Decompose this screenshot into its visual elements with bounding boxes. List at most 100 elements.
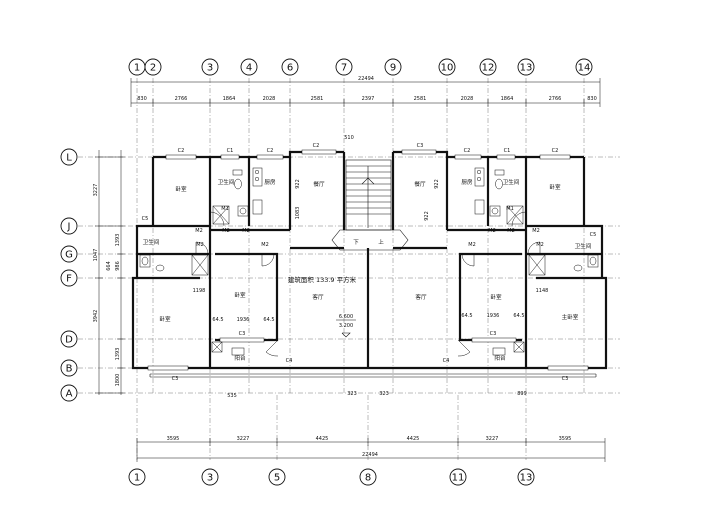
room-label-left-wash: 卫生间	[143, 238, 160, 246]
kitchen-dim-right: 922	[434, 179, 440, 189]
left-inner-dim-4: 1800	[115, 374, 121, 387]
misc-dimensions: 922 1083 922 922 64.5 1936 64.5 64.5 193…	[193, 179, 549, 399]
axis-bubble-top-13: 13	[517, 58, 535, 76]
door-code-9: M2	[468, 242, 476, 248]
window-code-5: C2	[464, 148, 471, 154]
top-dim-1: 830	[137, 96, 147, 102]
axis-label-top-10: 10	[441, 63, 454, 74]
axis-bubble-top-10: 10	[438, 58, 456, 76]
room-label-left-bedroom-mid: 卧室	[234, 291, 246, 299]
top-dim-7: 2581	[414, 96, 427, 102]
front-dim-323b: 323	[379, 391, 389, 397]
door-code-1: M2	[195, 228, 203, 234]
axis-label-top-9: 9	[390, 63, 396, 74]
center-labels: 建筑面积 133.9 平方米 6.600 3.200	[288, 275, 357, 338]
left-dim-1: 3227	[93, 184, 99, 197]
bottom-dim-6: 3595	[559, 436, 572, 442]
top-dim-5: 2581	[311, 96, 324, 102]
axis-bubble-left-G: G	[60, 245, 78, 263]
axis-label-top-4: 4	[246, 63, 252, 74]
window-code-1: C1	[227, 148, 234, 154]
stair-down-label: 下	[353, 239, 359, 246]
window-code-0: C2	[178, 148, 185, 154]
room-label-right-balcony: 阳台	[494, 354, 506, 362]
door-swings	[195, 211, 541, 357]
door-code-0: M1	[221, 206, 229, 212]
door-code-6: M2	[532, 228, 540, 234]
axis-label-bottom-3: 3	[207, 473, 213, 484]
left-inner-dim-2: 986	[115, 261, 121, 271]
axis-bubble-left-L: L	[60, 148, 78, 166]
top-dim-2: 2766	[175, 96, 188, 102]
bottom-dim-3: 4425	[316, 436, 329, 442]
axis-label-top-13: 13	[520, 63, 533, 74]
window-code-3: C2	[313, 143, 320, 149]
fixtures	[139, 167, 599, 356]
axis-bubble-top-4: 4	[240, 58, 258, 76]
stair-up-label: 上	[378, 238, 384, 246]
axis-label-top-2: 2	[150, 63, 156, 74]
axis-bubble-bottom-8: 8	[359, 468, 377, 486]
window-code-9: C3	[490, 331, 497, 337]
top-total-dim: 22494	[358, 76, 374, 82]
room-label-right-bedroom-upper: 卧室	[549, 183, 561, 191]
elevation-label-b: 3.200	[339, 323, 353, 329]
top-dim-3: 1864	[223, 96, 236, 102]
axis-label-bottom-13: 13	[520, 473, 533, 484]
bottom-dim-2: 3227	[237, 436, 250, 442]
room-dim-r1: 64.5	[461, 313, 472, 319]
room-label-left-living: 客厅	[312, 293, 324, 301]
axis-bubble-top-9: 9	[384, 58, 402, 76]
axis-label-top-3: 3	[207, 63, 213, 74]
stair-width-dim: 510	[344, 135, 354, 141]
window-code-4: C3	[417, 143, 424, 149]
axis-bubble-top-1: 1	[128, 58, 146, 76]
room-label-right-wash: 卫生间	[575, 242, 592, 250]
room-dim-r3: 64.5	[513, 313, 524, 319]
front-dim-1148: 1148	[536, 288, 549, 294]
building-area-label: 建筑面积 133.9 平方米	[288, 275, 357, 284]
axis-bubble-left-A: A	[60, 384, 78, 402]
axis-bubble-top-2: 2	[144, 58, 162, 76]
axis-label-bottom-8: 8	[365, 473, 371, 484]
room-label-right-master: 主卧室	[562, 313, 579, 321]
top-dim-4: 2028	[263, 96, 276, 102]
front-dim-1198: 1198	[193, 288, 206, 294]
room-label-right-kitchen: 厨房	[461, 178, 473, 186]
window-code-13: C5	[590, 232, 597, 238]
room-labels: 卧室卫生间厨房餐厅卫生间卧室客厅卧室阳台餐厅厨房卫生间卧室客厅卧室卫生间主卧室阳…	[143, 178, 592, 362]
axis-label-bottom-11: 11	[452, 473, 465, 484]
axis-label-left-A: A	[66, 389, 73, 400]
top-dim-10: 2766	[549, 96, 562, 102]
building-walls	[131, 150, 608, 378]
axis-bubble-bottom-5: 5	[268, 468, 286, 486]
window-code-10: C3	[172, 376, 179, 382]
kitchen-dim-right-2: 922	[424, 211, 430, 221]
room-dim-l1: 64.5	[212, 317, 223, 323]
door-code-2: M2	[222, 228, 230, 234]
room-label-right-dining: 餐厅	[414, 180, 426, 188]
room-dim-l3: 64.5	[263, 317, 274, 323]
door-code-3: M2	[242, 228, 250, 234]
axis-label-left-G: G	[65, 250, 73, 261]
door-code-7: M2	[507, 228, 515, 234]
axis-bubble-left-D: D	[60, 330, 78, 348]
axis-bubble-top-3: 3	[201, 58, 219, 76]
room-label-right-toilet: 卫生间	[503, 178, 520, 186]
room-label-left-toilet: 卫生间	[218, 178, 235, 186]
door-code-8: M2	[488, 228, 496, 234]
top-dim-8: 2028	[461, 96, 474, 102]
elevation-label-a: 6.600	[339, 314, 353, 320]
axis-label-top-14: 14	[578, 63, 591, 74]
bottom-dimension-chain: 3595 3227 4425 4425 3227 3595 22494	[136, 436, 606, 462]
left-dim-3: 3942	[93, 310, 99, 323]
axis-bubble-left-J: J	[60, 217, 78, 235]
room-label-right-bedroom-mid: 卧室	[490, 293, 502, 301]
door-code-5: M1	[506, 206, 514, 212]
bottom-dim-5: 3227	[486, 436, 499, 442]
left-inner-dim-1: 1393	[115, 234, 121, 247]
axis-label-top-6: 6	[287, 63, 293, 74]
